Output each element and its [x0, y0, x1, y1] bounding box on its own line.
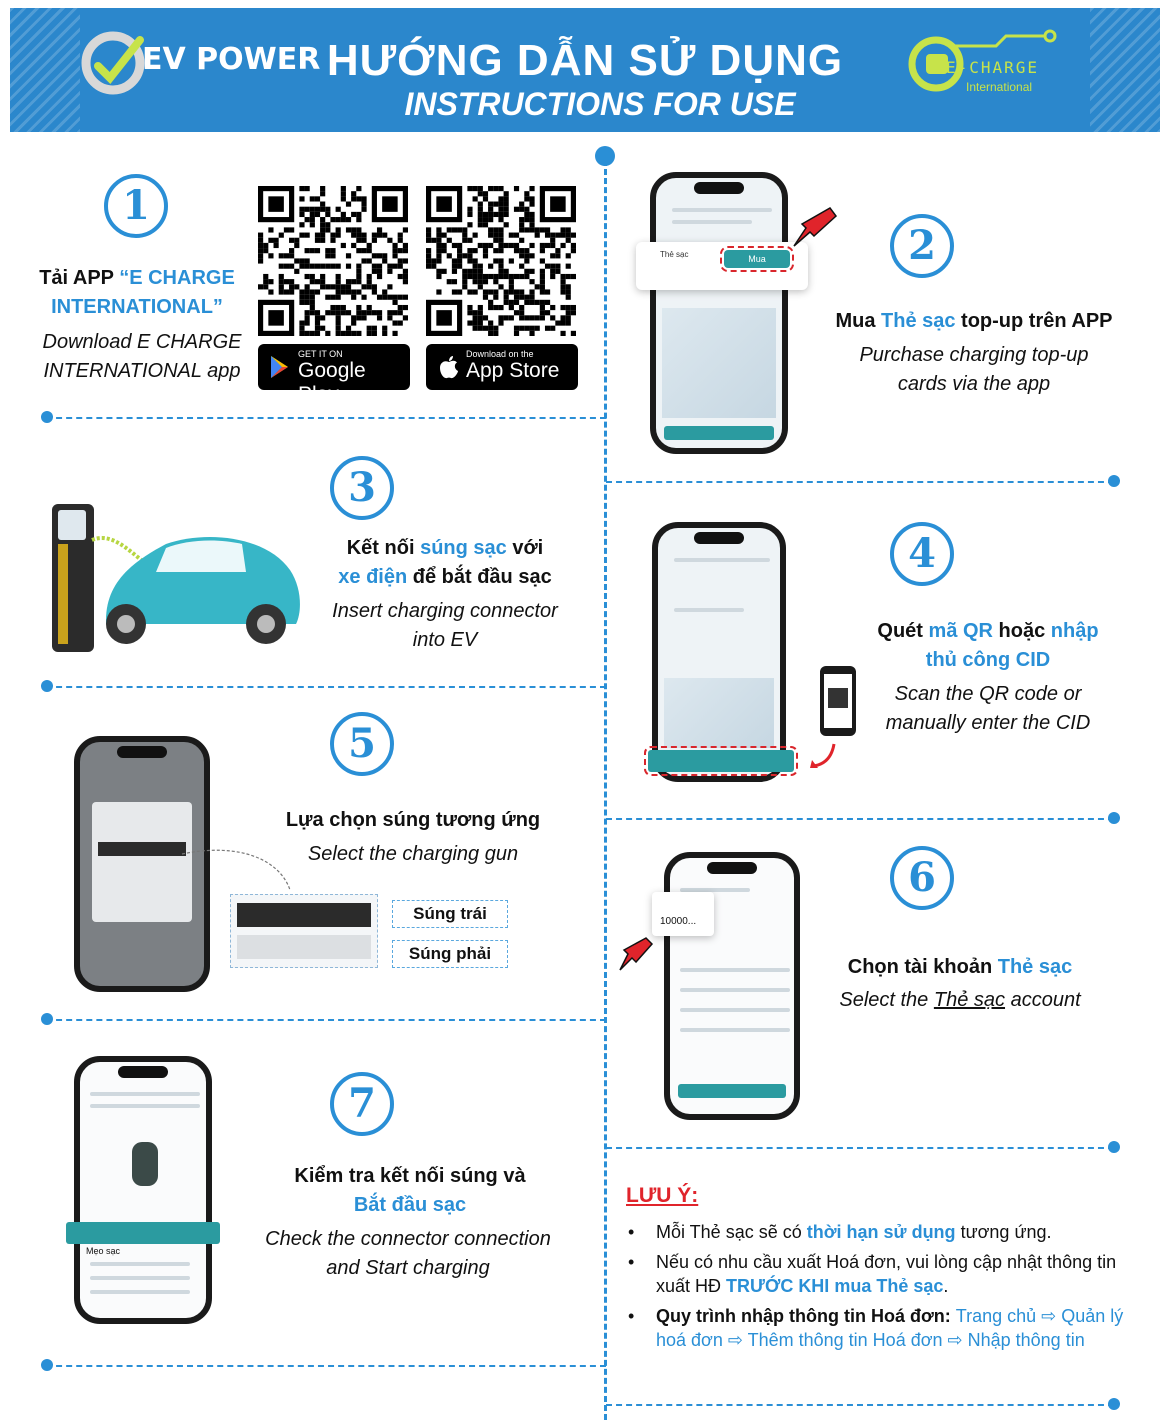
- connector-line: [181, 849, 291, 891]
- divider-3: [46, 686, 606, 688]
- right-gun-option[interactable]: [237, 935, 371, 959]
- left-gun-option[interactable]: [237, 903, 371, 927]
- divider-dot: [1108, 812, 1120, 824]
- note-item-3: Quy trình nhập thông tin Hoá đơn: Trang …: [626, 1304, 1146, 1352]
- e-charge-logo-icon: [908, 29, 1057, 92]
- page-title-en: INSTRUCTIONS FOR USE: [404, 86, 796, 122]
- e-charge-logo-text: E-CHARGE: [946, 58, 1040, 77]
- step-6-text-en: Select the Thẻ sạc account: [839, 989, 1081, 1011]
- divider-dot: [1108, 475, 1120, 487]
- step-5-number: 5: [330, 712, 394, 776]
- ev-power-logo-text: EV POWER: [142, 42, 321, 77]
- step-5-phone-screenshot: [74, 736, 210, 992]
- ev-charging-car-illustration: [52, 504, 300, 652]
- divider-8: [606, 1404, 1114, 1406]
- google-play-icon: [271, 356, 288, 378]
- note-title: LƯU Ý:: [626, 1184, 699, 1207]
- step-3-text-vi: Kết nối súng sạc với xe điện để bắt đầu …: [338, 537, 552, 588]
- buy-button[interactable]: Mua: [720, 246, 794, 272]
- header-stripes-right: [1090, 8, 1160, 132]
- step-4-phone-screenshot: [652, 522, 786, 782]
- divider-dot: [41, 680, 53, 692]
- step-2-phone-screenshot: [650, 172, 788, 454]
- top-up-card-popup: Thẻ sạc Mua: [636, 242, 808, 290]
- step-5-text-vi: Lựa chọn súng tương ứng: [285, 809, 541, 831]
- red-arrow-icon: [793, 207, 838, 247]
- step-2-number: 2: [890, 214, 954, 278]
- left-gun-label: Súng trái: [392, 900, 508, 928]
- the-sac-account-card[interactable]: 10000...: [652, 892, 714, 936]
- step-1-text-vi: Tải APP “E CHARGE INTERNATIONAL”: [39, 267, 235, 318]
- step-5-text-en: Select the charging gun: [307, 843, 519, 865]
- step-3-number: 3: [330, 456, 394, 520]
- note-item-1: Mỗi Thẻ sạc sẽ có thời hạn sử dụng tương…: [626, 1220, 1146, 1244]
- the-sac-label: Thẻ sạc: [660, 250, 689, 259]
- note-item-2: Nếu có nhu cầu xuất Hoá đơn, vui lòng cậ…: [626, 1250, 1146, 1298]
- account-amount: 10000...: [660, 916, 697, 927]
- gun-selection-panel: [230, 894, 378, 968]
- step-4-text-vi: Quét mã QR hoặc nhập thủ công CID: [877, 620, 1099, 671]
- center-divider: [604, 160, 607, 1420]
- phone-scan-icon: [810, 666, 856, 768]
- note-list: Mỗi Thẻ sạc sẽ có thời hạn sử dụng tương…: [626, 1220, 1146, 1358]
- google-play-qr-code[interactable]: [258, 186, 408, 336]
- apple-icon: [440, 356, 458, 379]
- divider-dot: [595, 146, 615, 166]
- divider-2: [606, 481, 1114, 483]
- right-gun-label: Súng phải: [392, 940, 508, 968]
- ev-power-logo-icon: [81, 31, 145, 95]
- step-1-number: 1: [104, 174, 168, 238]
- divider-1: [46, 417, 606, 419]
- google-play-button[interactable]: GET IT ON Google Play: [258, 344, 410, 406]
- step-6-number: 6: [890, 846, 954, 910]
- divider-dot: [1108, 1398, 1120, 1410]
- start-charging-button[interactable]: [66, 1222, 220, 1244]
- red-arrow-icon: [619, 937, 654, 971]
- app-store-qr-code[interactable]: [426, 186, 576, 336]
- scan-qr-button[interactable]: [644, 746, 798, 776]
- divider-7: [46, 1365, 606, 1367]
- step-2-text-vi: Mua Thẻ sạc top-up trên APP: [835, 310, 1113, 332]
- divider-dot: [41, 411, 53, 423]
- charging-tips-label: Mẹo sạc: [86, 1246, 121, 1256]
- e-charge-logo-sub: International: [966, 80, 1033, 94]
- step-4-number: 4: [890, 522, 954, 586]
- app-store-button[interactable]: Download on the App Store: [426, 344, 578, 390]
- header-stripes-left: [10, 8, 80, 132]
- divider-dot: [41, 1359, 53, 1371]
- header-banner: HƯỚNG DẪN SỬ DỤNG INSTRUCTIONS FOR USE: [10, 8, 1160, 132]
- step-6-text-vi: Chọn tài khoản Thẻ sạc: [847, 956, 1073, 978]
- divider-dot: [41, 1013, 53, 1025]
- divider-5: [46, 1019, 606, 1021]
- divider-6: [606, 1147, 1114, 1149]
- divider-dot: [1108, 1141, 1120, 1153]
- divider-4: [606, 818, 1114, 820]
- step-7-phone-screenshot: Mẹo sạc: [74, 1056, 212, 1324]
- step-7-number: 7: [330, 1072, 394, 1136]
- page-title-vi: HƯỚNG DẪN SỬ DỤNG: [326, 36, 844, 85]
